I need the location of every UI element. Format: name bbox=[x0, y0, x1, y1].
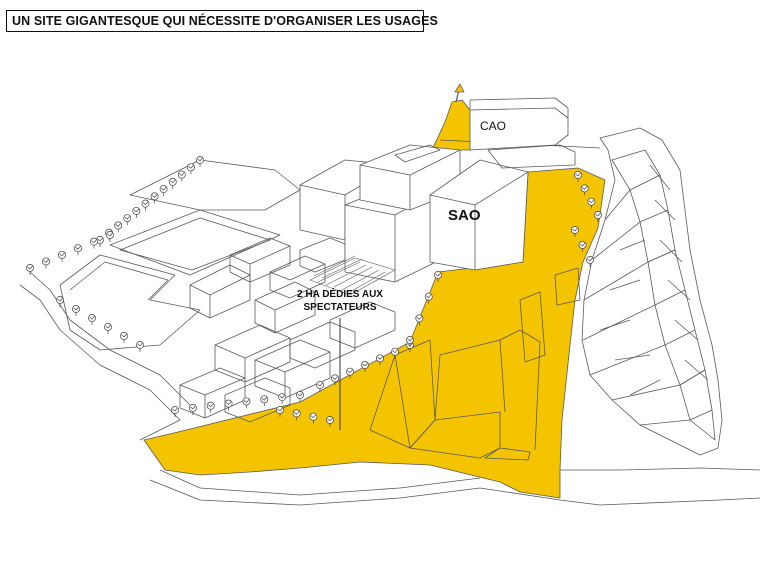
tree-icon bbox=[242, 397, 251, 409]
tree-icon bbox=[296, 391, 304, 402]
tree-icon bbox=[159, 185, 168, 197]
tree-icon bbox=[292, 409, 301, 421]
tree-icon bbox=[276, 406, 284, 417]
tree-icon bbox=[578, 241, 587, 252]
tree-icon bbox=[331, 374, 339, 386]
tree-icon bbox=[587, 197, 596, 209]
tree-icon bbox=[415, 314, 424, 326]
trees bbox=[26, 156, 602, 427]
tree-icon bbox=[171, 406, 179, 417]
tree-icon bbox=[326, 416, 334, 427]
tree-icon bbox=[406, 336, 414, 347]
tree-icon bbox=[123, 214, 132, 226]
tree-icon bbox=[186, 163, 195, 175]
main-complex bbox=[299, 97, 576, 283]
tree-icon bbox=[278, 393, 287, 405]
tree-icon bbox=[361, 361, 369, 372]
tree-icon bbox=[104, 323, 112, 334]
spectators-label-line2: SPECTATEURS bbox=[304, 302, 377, 313]
tree-icon bbox=[141, 199, 150, 211]
tree-icon bbox=[150, 192, 159, 204]
tents bbox=[369, 267, 581, 461]
tree-icon bbox=[580, 184, 589, 196]
tree-icon bbox=[260, 395, 269, 407]
tree-icon bbox=[309, 412, 318, 424]
tree-icon bbox=[434, 271, 442, 282]
building-blocks bbox=[179, 237, 396, 423]
tree-icon bbox=[224, 399, 233, 411]
tree-icon bbox=[136, 341, 144, 352]
grandstand bbox=[309, 255, 396, 296]
tree-icon bbox=[120, 332, 128, 343]
tree-icon bbox=[88, 314, 96, 325]
tree-icon bbox=[376, 354, 384, 366]
tree-icon bbox=[594, 211, 602, 222]
tree-icon bbox=[316, 381, 324, 392]
tree-icon bbox=[206, 401, 215, 413]
tree-icon bbox=[586, 256, 594, 267]
tree-icon bbox=[132, 206, 141, 218]
page-title: UN SITE GIGANTESQUE QUI NÉCESSITE D'ORGA… bbox=[6, 10, 438, 32]
tree-icon bbox=[90, 237, 98, 249]
tree-icon bbox=[74, 244, 82, 256]
tree-icon bbox=[391, 347, 399, 359]
tree-icon bbox=[574, 171, 582, 182]
tree-icon bbox=[26, 264, 34, 275]
spectators-label-line1: 2 HA DÉDIES AUX bbox=[297, 287, 383, 300]
tree-icon bbox=[168, 177, 177, 189]
sao-label: SAO bbox=[448, 207, 481, 224]
cao-label: CAO bbox=[480, 119, 506, 133]
tree-icon bbox=[196, 156, 204, 167]
tree-icon bbox=[424, 292, 433, 304]
cliff-zone bbox=[581, 127, 723, 456]
tree-icon bbox=[42, 257, 50, 269]
tree-icon bbox=[188, 403, 197, 415]
tree-icon bbox=[177, 170, 186, 182]
tree-icon bbox=[114, 221, 123, 233]
tree-icon bbox=[571, 226, 579, 237]
roads bbox=[19, 139, 761, 506]
tree-icon bbox=[56, 296, 64, 307]
sport-field bbox=[59, 159, 301, 351]
tree-icon bbox=[58, 250, 66, 262]
tree-icon bbox=[346, 367, 354, 379]
tree-icon bbox=[72, 305, 80, 316]
tree-icon bbox=[106, 231, 114, 242]
